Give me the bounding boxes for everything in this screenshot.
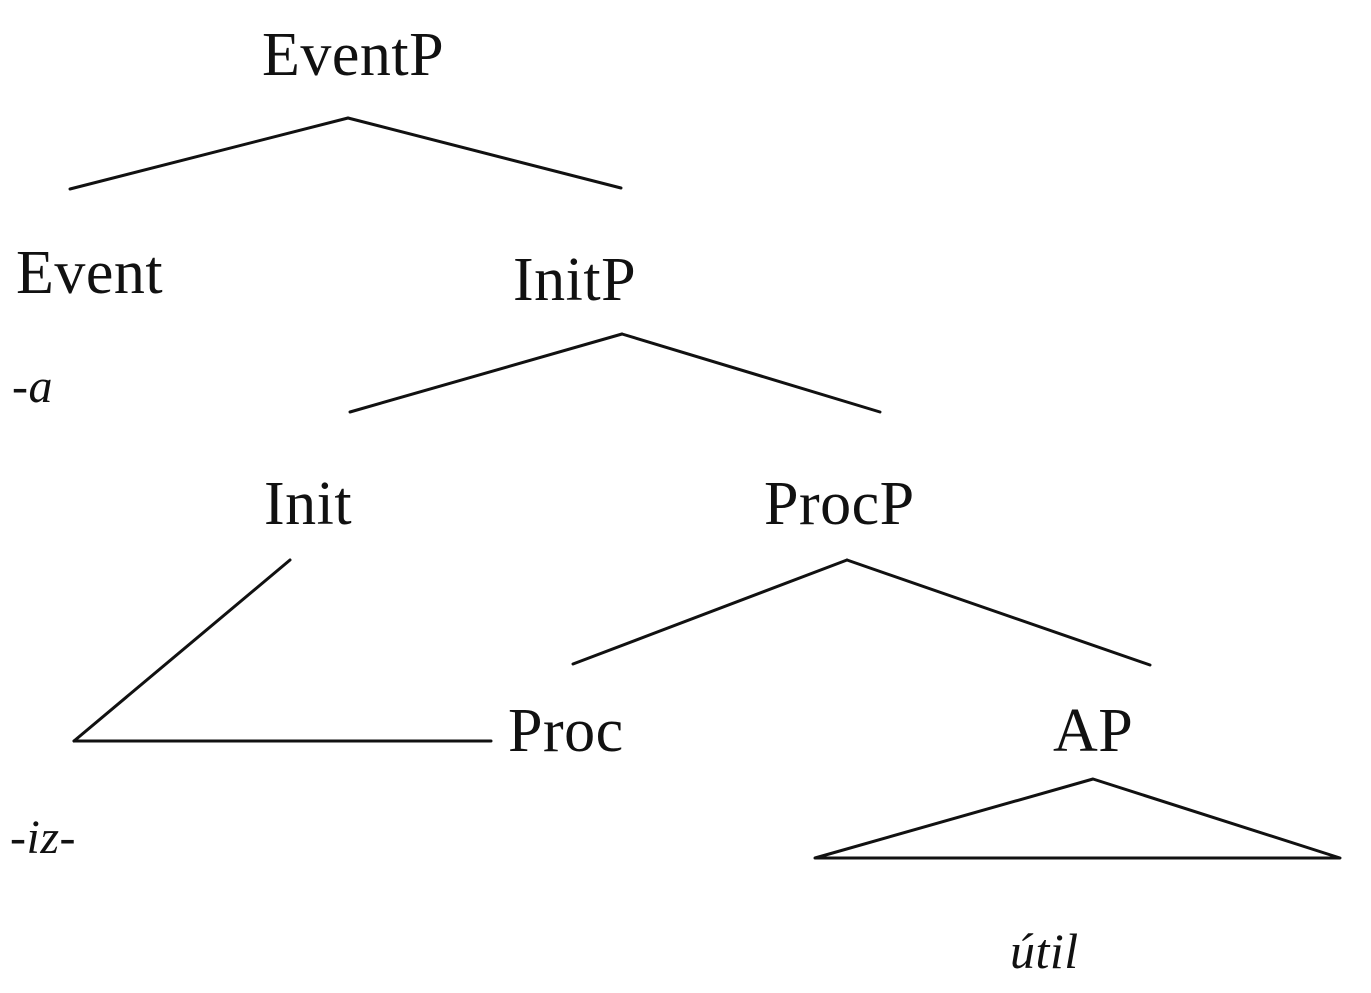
tree-branch-procp-ap <box>845 558 1152 667</box>
tree-triangle-ap-triangle <box>813 777 1342 860</box>
tree-node-procp: ProcP <box>764 469 915 538</box>
triangle-layer <box>813 777 1342 860</box>
tree-node-event: Event <box>16 238 164 307</box>
tree-branch-eventp-event <box>68 116 350 191</box>
tree-branch-initp-init <box>348 332 624 414</box>
tree-node-ap: AP <box>1053 696 1134 765</box>
edge-layer <box>68 116 1152 743</box>
tree-node-suffix_a: -a <box>12 359 53 413</box>
tree-node-initp: InitP <box>513 245 637 314</box>
tree-branch-procp-proc <box>571 558 849 666</box>
tree-node-util: útil <box>1010 923 1079 979</box>
tree-branch-initp-procp <box>620 332 882 414</box>
tree-node-init: Init <box>264 469 353 538</box>
tree-node-proc: Proc <box>508 696 624 765</box>
tree-branch-eventp-initp <box>346 116 623 190</box>
tree-node-eventp: EventP <box>262 20 445 89</box>
tree-branch-init-hook <box>72 558 292 743</box>
tree-node-suffix_iz: -iz- <box>10 810 76 864</box>
